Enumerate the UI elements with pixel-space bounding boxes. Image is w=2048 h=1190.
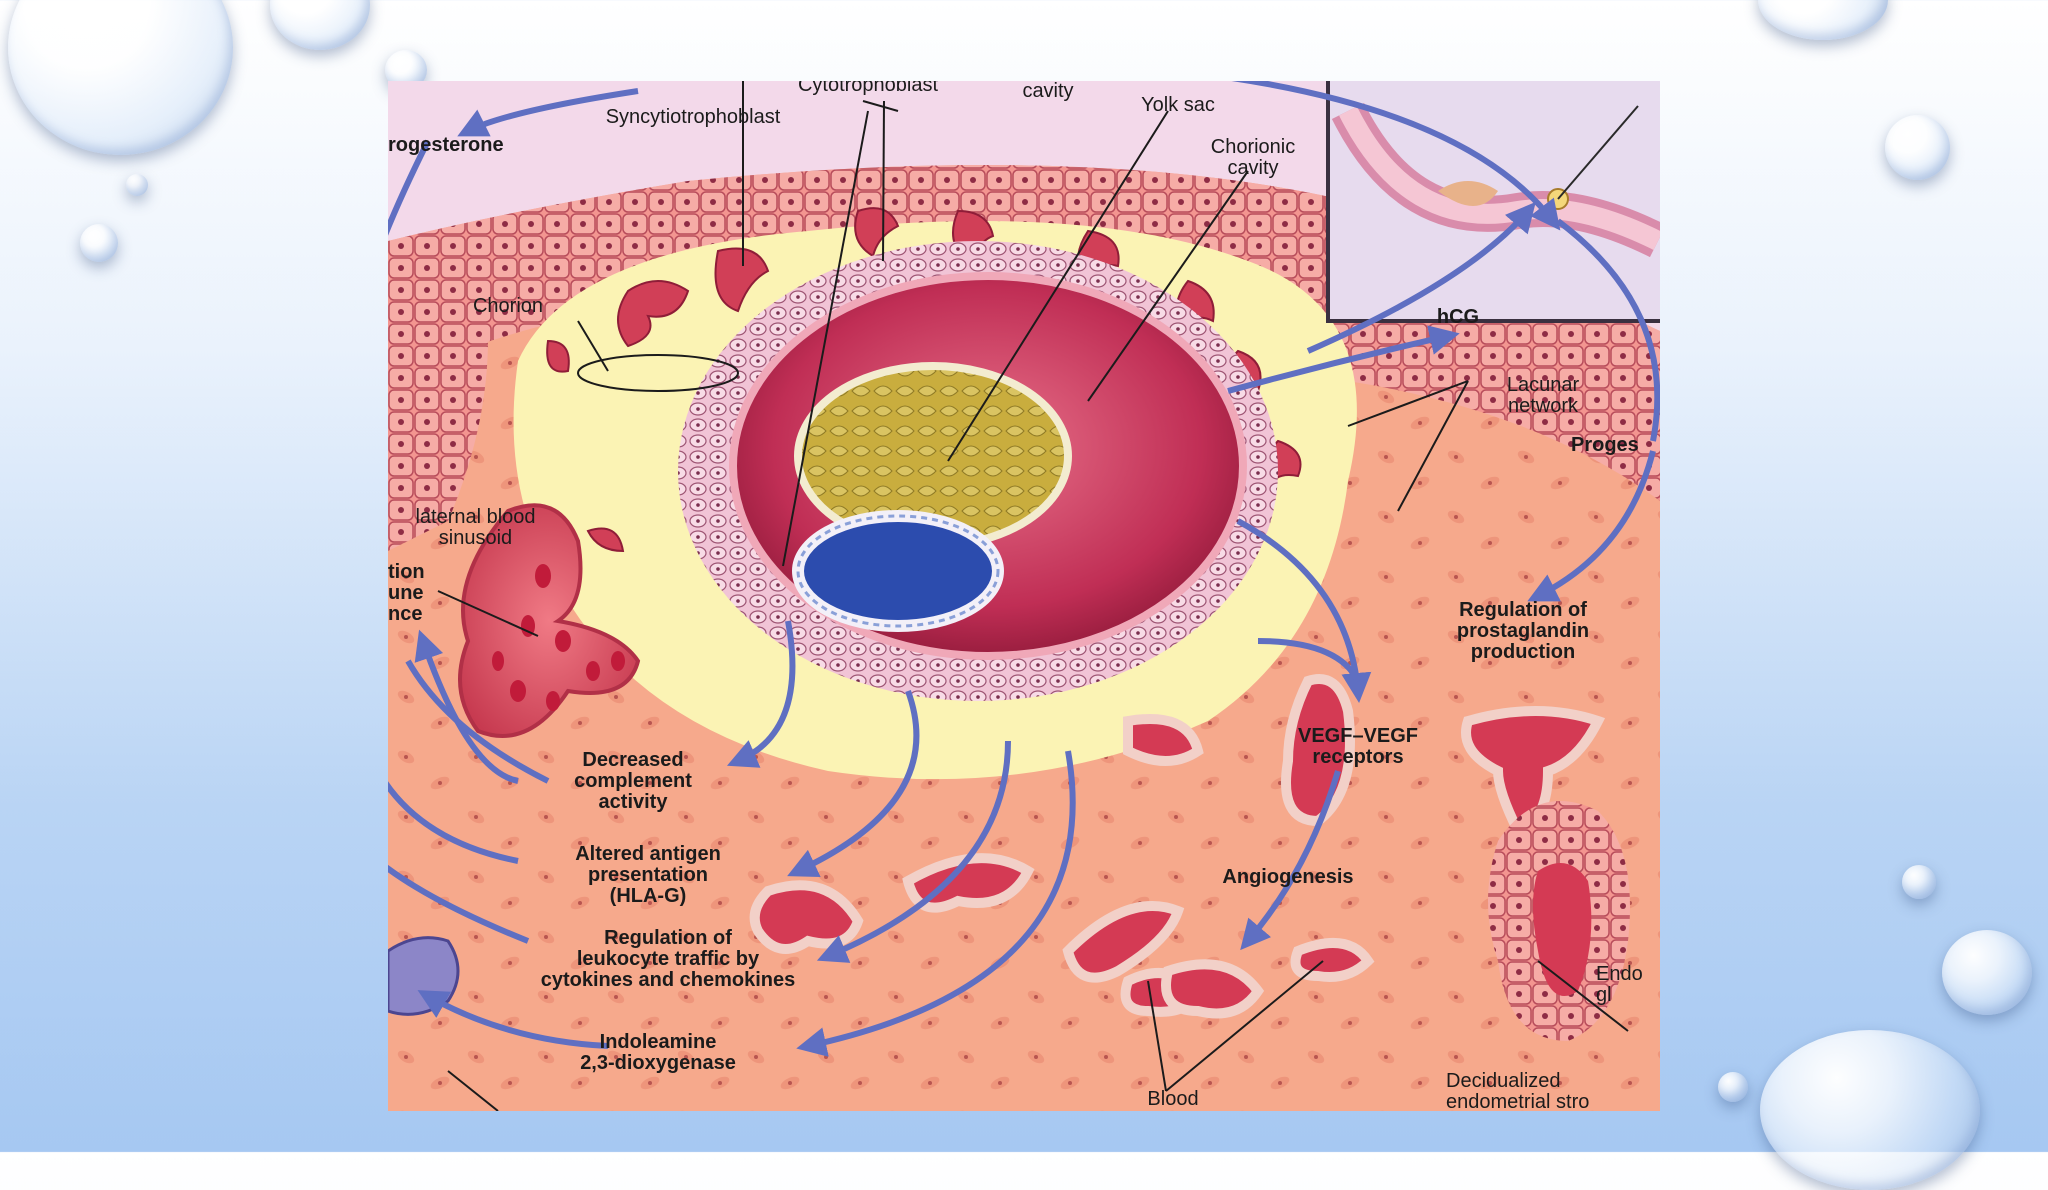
arrow-leukocyte (816, 740, 1011, 963)
embryo-implantation-diagram: Cytotrophoblast cavity Yolk sac Syncytio… (388, 81, 1660, 1111)
arrow-progesterone-left (457, 88, 639, 137)
label-yolk-sac: Yolk sac (1141, 94, 1215, 116)
label-maternal-blood-sinusoid: laternal blood sinusoid (415, 506, 536, 549)
label-chorion: Chorion (472, 295, 544, 317)
label-endometrial-gland: Endo gl (1596, 963, 1643, 1006)
water-drop-decoration (126, 174, 148, 196)
water-drop-decoration (8, 0, 233, 155)
label-immune-tolerance: tion une nce (388, 561, 425, 625)
label-amniotic-cavity: cavity (1022, 81, 1074, 102)
arrow-complement (726, 620, 796, 768)
water-drop-decoration (1902, 865, 1936, 899)
arrow-to-vegf (1236, 518, 1372, 703)
arrow-to-prostaglandin (1527, 450, 1656, 602)
left-epithelium (388, 251, 488, 551)
water-drop-decoration (1758, 0, 1888, 40)
arrow-hcg (1227, 325, 1460, 394)
label-regulation-leukocyte: Regulation of leukocyte traffic by cytok… (540, 927, 796, 991)
arrow-progesterone-right (1231, 81, 1561, 231)
label-progesterone-left: rogesterone (388, 134, 504, 156)
arrow-to-immune-cell (417, 990, 609, 1049)
label-decreased-complement: Decreased complement activity (574, 749, 692, 813)
arrow-antigen (787, 689, 920, 877)
arrow-hcg-to-inset (1306, 201, 1536, 354)
water-drop-decoration (1760, 1030, 1980, 1190)
label-lacunar-network: Lacunar network (1506, 374, 1580, 417)
label-chorionic-cavity: Chorionic cavity (1210, 136, 1296, 179)
label-progesterone-right: Proges (1571, 434, 1639, 456)
label-altered-antigen: Altered antigen presentation (HLA-G) (575, 843, 721, 907)
water-drop-decoration (80, 224, 118, 262)
label-blood: Blood (1147, 1088, 1199, 1110)
water-drop-decoration (270, 0, 370, 50)
label-hcg: hCG (1436, 306, 1480, 328)
signaling-arrows (388, 81, 1660, 1057)
arrow-from-complement (405, 659, 550, 784)
water-drop-decoration (1718, 1072, 1748, 1102)
diagram-artwork (388, 81, 1660, 1111)
decidual-blood-vessels (749, 674, 1606, 1019)
arrow-to-angiogenesis (1240, 770, 1341, 951)
water-drop-decoration (1942, 930, 2032, 1015)
label-cytotrophoblast: Cytotrophoblast (797, 81, 939, 96)
immune-cell (388, 936, 460, 1016)
lacunar-network (546, 207, 1302, 553)
leader-lines (437, 81, 1629, 1111)
label-regulation-prostaglandin: Regulation of prostaglandin production (1456, 599, 1590, 663)
label-indoleamine: Indoleamine 2,3-dioxygenase (580, 1031, 736, 1074)
label-angiogenesis: Angiogenesis (1222, 866, 1354, 888)
arrow-immune (414, 629, 519, 784)
water-drop-decoration (1885, 115, 1950, 180)
label-decidualized-stroma: Decidualized endometrial stro (1446, 1070, 1590, 1112)
arrow-indoleamine (796, 750, 1076, 1057)
label-vegf: VEGF–VEGF receptors (1297, 725, 1419, 768)
label-syncytiotrophoblast: Syncytiotrophoblast (605, 106, 781, 128)
